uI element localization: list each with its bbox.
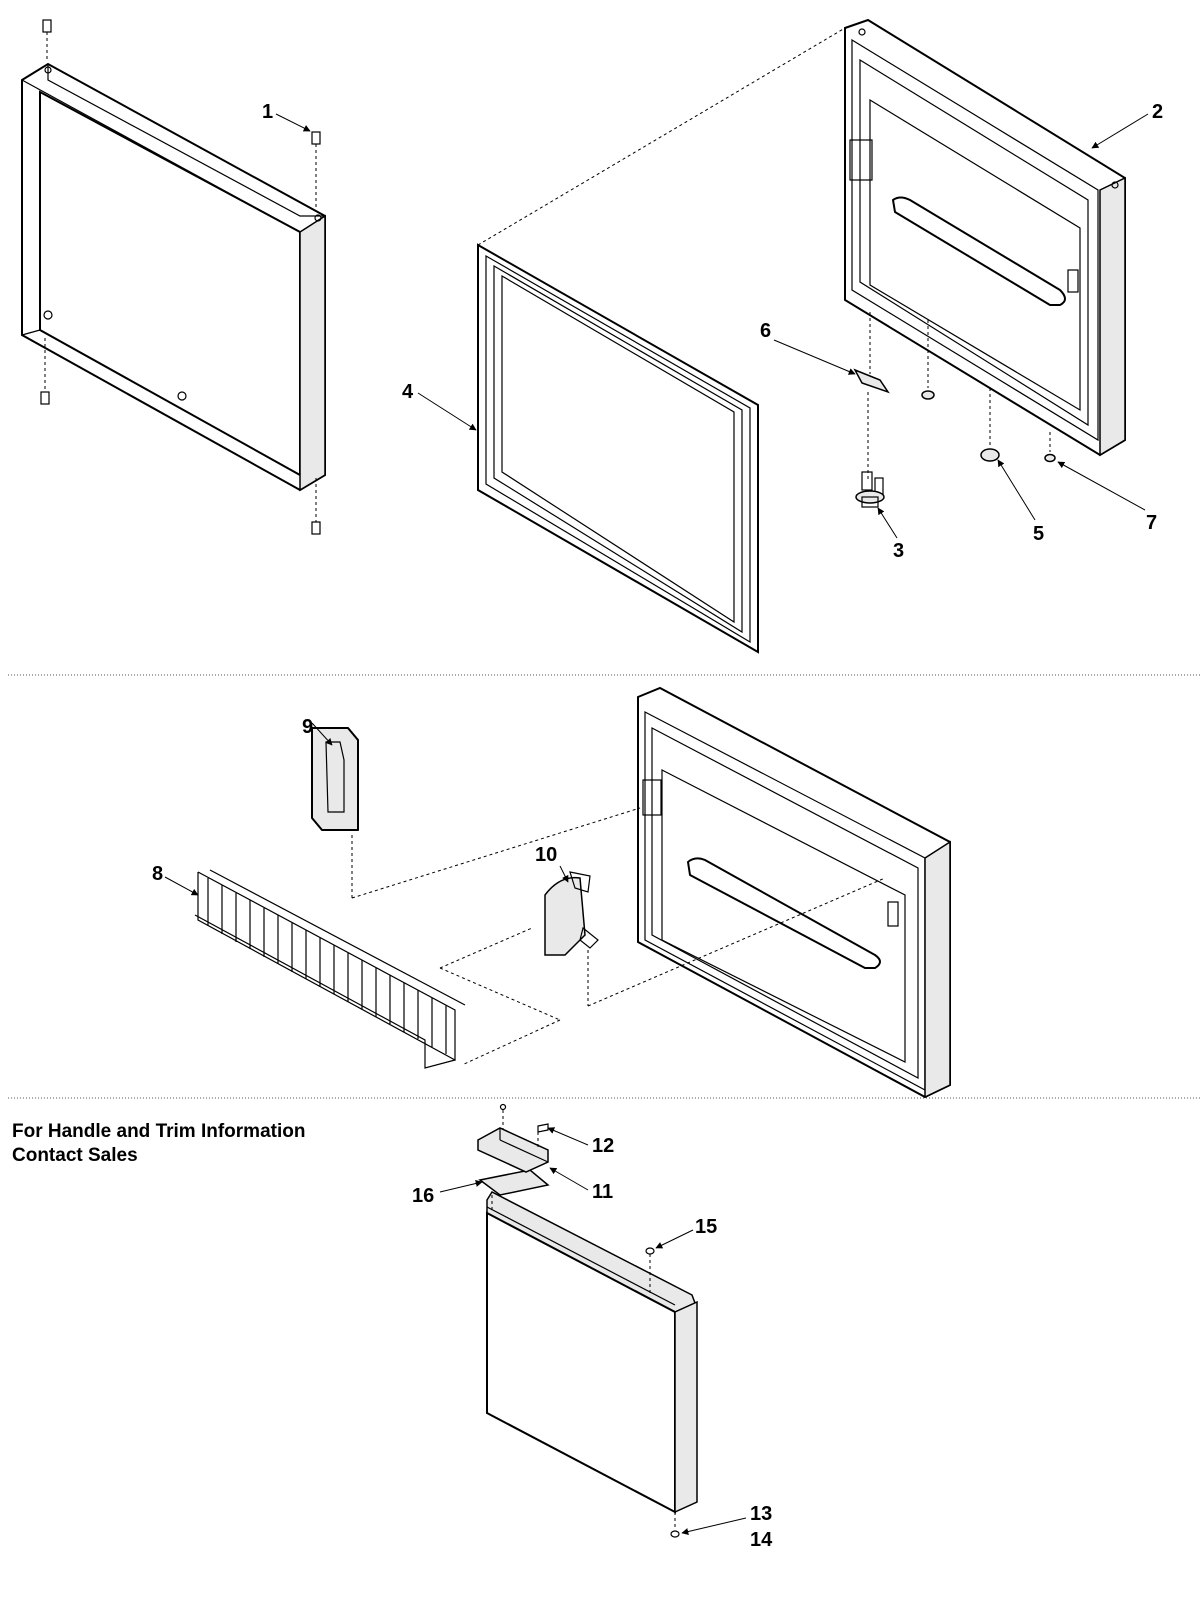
callout-1: 1 (262, 101, 273, 123)
callout-16: 16 (412, 1185, 434, 1207)
handle-trim-note: For Handle and Trim Information Contact … (12, 1120, 305, 1168)
frame-screw-top-right (311, 131, 321, 212)
note-line-2: Contact Sales (12, 1145, 138, 1166)
callout-9: 9 (302, 716, 313, 738)
callout-6: 6 (760, 320, 771, 342)
freezer-door-panel (486, 1191, 698, 1514)
handle-trim-strip (478, 1169, 550, 1210)
callout-7: 7 (1146, 512, 1157, 534)
door-gasket (477, 243, 759, 654)
callout-11: 11 (592, 1181, 613, 1203)
hinge-bracket (853, 312, 890, 480)
door-bottom-screw (670, 1512, 680, 1538)
callout-15: 15 (695, 1216, 717, 1238)
callout-13: 13 (750, 1503, 772, 1525)
door-stop-washer (921, 320, 935, 400)
callout-14: 14 (750, 1529, 773, 1551)
basket-clip-left (311, 727, 641, 899)
refrigerator-inner-door (844, 18, 1126, 457)
frame-screw-bottom-right (311, 478, 321, 535)
frame-screw-top-left (42, 19, 52, 62)
callout-5: 5 (1033, 523, 1044, 545)
handle-screw-top (499, 1103, 507, 1130)
frame-screw-bottom-left (40, 338, 50, 405)
door-plug (1044, 432, 1056, 463)
wire-basket (194, 869, 466, 1069)
callout-12: 12 (592, 1135, 614, 1157)
alignment-line-gasket-door (477, 27, 846, 246)
cam-bushing (980, 388, 1000, 462)
callout-3: 3 (893, 540, 904, 562)
callout-8: 8 (152, 863, 163, 885)
note-line-1: For Handle and Trim Information (12, 1121, 306, 1142)
hinge-pin (855, 471, 885, 508)
door-top-screw (645, 1247, 655, 1296)
callout-2: 2 (1152, 101, 1163, 123)
callout-10: 10 (535, 844, 557, 866)
outer-door-frame (21, 62, 326, 492)
callout-4: 4 (402, 381, 414, 403)
basket-clip-right (439, 871, 886, 1066)
freezer-inner-door (637, 686, 951, 1099)
door-handle (477, 1127, 549, 1173)
